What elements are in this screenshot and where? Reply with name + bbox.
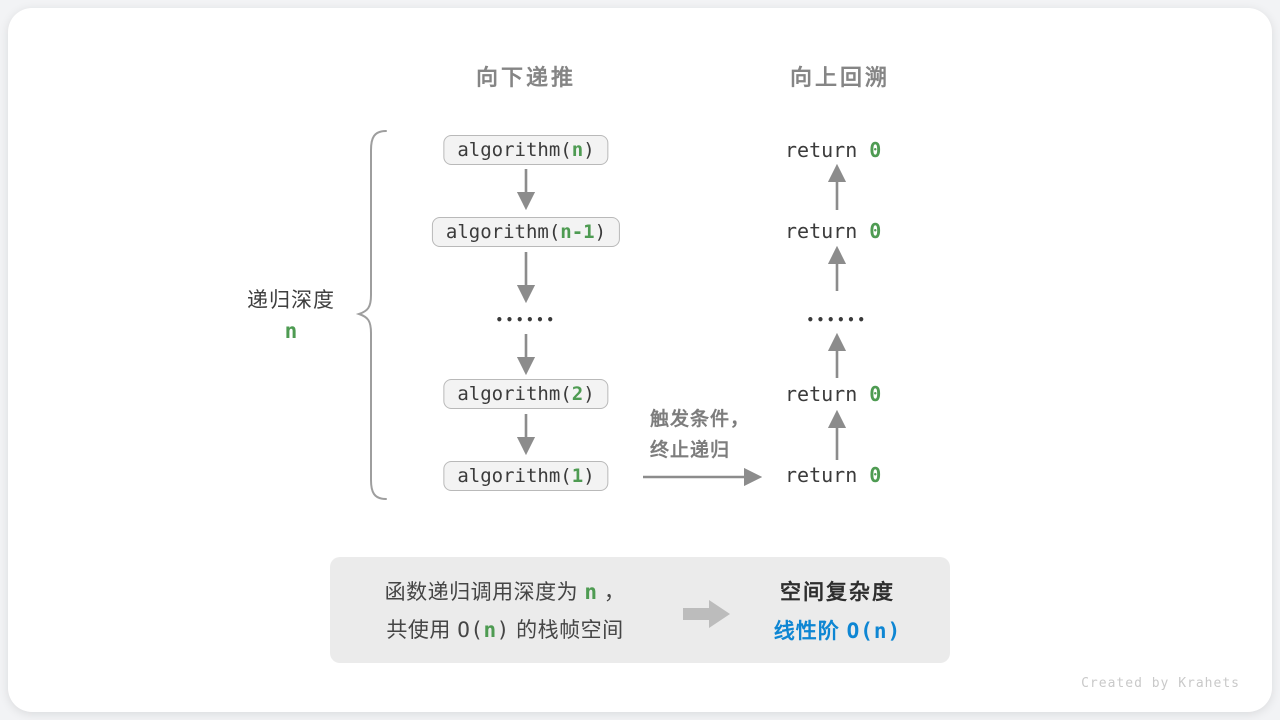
call-text: algorithm( (457, 383, 572, 405)
return-statement-1: return 0 (785, 138, 882, 162)
call-arg: 1 (571, 465, 584, 487)
return-value: 0 (869, 138, 882, 162)
base-case-label: 触发条件， 终止递归 (650, 404, 750, 466)
header-backtrack-up: 向上回溯 (789, 65, 891, 90)
call-text: algorithm( (445, 221, 561, 243)
call-box-n: algorithm(n) (443, 135, 609, 165)
ellipsis-right: •••••• (806, 313, 868, 327)
return-statement-2: return 0 (785, 219, 882, 243)
return-value: 0 (869, 219, 882, 243)
call-text: algorithm( (457, 139, 572, 161)
complexity-value: 线性阶 O(n) (773, 618, 902, 643)
watermark: Created by Krahets (1081, 676, 1240, 691)
call-arg: n-1 (560, 221, 595, 243)
depth-label: 递归深度 (247, 289, 335, 312)
return-value: 0 (869, 463, 882, 487)
return-statement-4: return 0 (785, 463, 882, 487)
return-value: 0 (869, 382, 882, 406)
call-box-n-1: algorithm(n-1) (431, 217, 621, 247)
call-text: algorithm( (457, 465, 572, 487)
implies-arrow-icon (683, 600, 730, 628)
complexity-title: 空间复杂度 (780, 580, 895, 604)
call-arg: n (571, 139, 584, 161)
summary-line2: 共使用 O(n) 的栈帧空间 (386, 618, 624, 642)
summary-panel: 函数递归调用深度为 n ， 共使用 O(n) 的栈帧空间 空间复杂度 线性阶 O… (330, 557, 950, 663)
complexity-formula: O(n) (846, 618, 902, 643)
summary-line1: 函数递归调用深度为 n ， (384, 580, 626, 604)
ellipsis-left: •••••• (495, 313, 557, 327)
depth-value: n (284, 319, 298, 343)
base-case-line2: 终止递归 (650, 440, 731, 461)
return-statement-3: return 0 (785, 382, 882, 406)
header-recurse-down: 向下递推 (475, 65, 577, 90)
summary-description: 函数递归调用深度为 n ， 共使用 O(n) 的栈帧空间 (330, 557, 680, 663)
call-arg: 2 (571, 383, 584, 405)
call-box-1: algorithm(1) (443, 461, 609, 491)
summary-conclusion: 空间复杂度 线性阶 O(n) (725, 557, 950, 663)
call-box-2: algorithm(2) (443, 379, 609, 409)
base-case-line1: 触发条件， (650, 409, 751, 430)
